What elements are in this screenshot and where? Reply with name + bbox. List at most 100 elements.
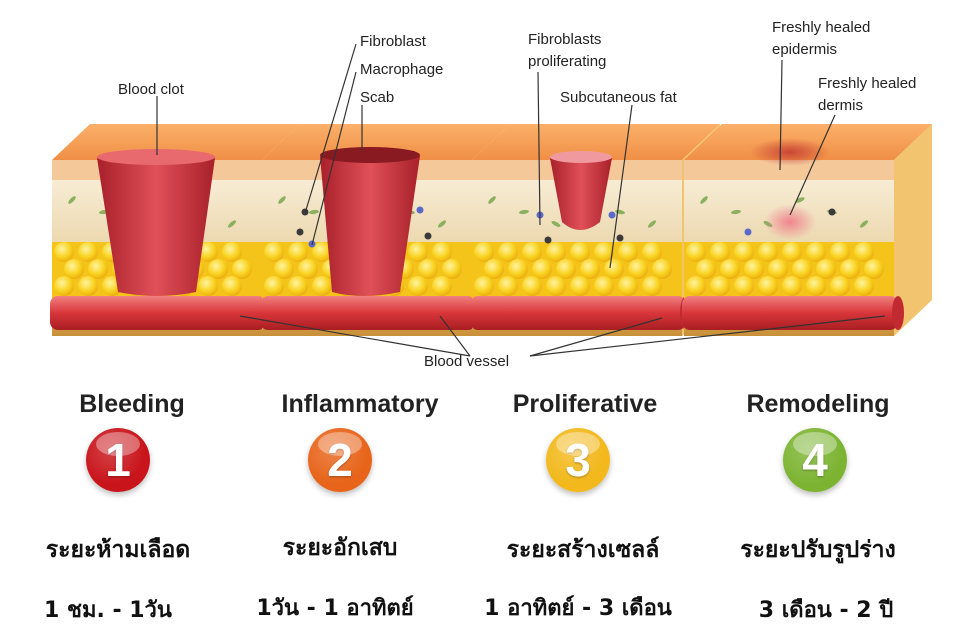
fat-cell (312, 276, 332, 296)
fat-cell (840, 259, 860, 279)
fibroblasts-proliferating-label-line2: proliferating (528, 53, 606, 70)
fat-cell (618, 276, 638, 296)
fat-cell (432, 242, 452, 262)
fat-cell (64, 259, 84, 279)
fat-cell (546, 276, 566, 296)
fat-cell (604, 259, 624, 279)
fat-cell (854, 242, 874, 262)
fat-cell (232, 259, 252, 279)
fat-cell (816, 259, 836, 279)
fat-cell (792, 259, 812, 279)
fat-cell (88, 259, 108, 279)
stage-2-badge: 2 (308, 428, 372, 492)
fat-cell (522, 242, 542, 262)
healed-dermis-mark (764, 204, 816, 240)
fat-cell (768, 259, 788, 279)
stage-2-number: 2 (308, 436, 372, 484)
cell (617, 235, 624, 242)
thai-name-stage-3: ระยะสร้างเซลล์ (507, 532, 660, 568)
blood-vessel-end (892, 296, 904, 330)
fat-cell (652, 259, 672, 279)
duration-stage-4: 3 เดือน - 2 ปี (759, 592, 893, 627)
skin-diagram: Blood clot Fibroblast Macrophage Scab Fi… (0, 0, 957, 390)
blood-vessel (682, 296, 898, 330)
fat-cell (54, 276, 74, 296)
fat-cell (208, 259, 228, 279)
fat-cell (78, 276, 98, 296)
cell (425, 233, 432, 240)
fat-cell (758, 276, 778, 296)
fat-cell (594, 276, 614, 296)
fat-cell (758, 242, 778, 262)
fat-cell (720, 259, 740, 279)
fat-cell (854, 276, 874, 296)
fat-cell (532, 259, 552, 279)
fat-cell (744, 259, 764, 279)
blood-clot-top (97, 149, 215, 165)
cell (297, 229, 304, 236)
freshly-healed-dermis-label-line2: dermis (818, 97, 863, 114)
fat-cell (556, 259, 576, 279)
fat-cell (782, 242, 802, 262)
cell (417, 207, 424, 214)
stage-label-proliferative: Proliferative (513, 390, 658, 419)
fat-cell (710, 276, 730, 296)
stage-1-number: 1 (86, 436, 150, 484)
stage-4-badge: 4 (783, 428, 847, 492)
duration-stage-1: 1 ชม. - 1วัน (44, 592, 172, 627)
macrophage-label: Macrophage (360, 61, 443, 78)
fat-cell (222, 242, 242, 262)
fat-cell (498, 276, 518, 296)
stage-label-remodeling: Remodeling (746, 390, 889, 419)
fat-cell (734, 242, 754, 262)
freshly-healed-epidermis-label-line1: Freshly healed (772, 19, 870, 36)
stage-label-inflammatory: Inflammatory (282, 390, 439, 419)
fat-cell (570, 242, 590, 262)
fat-cell (274, 259, 294, 279)
proliferative-wound-top (550, 151, 612, 163)
fat-cell (618, 242, 638, 262)
subcutaneous-fat-label: Subcutaneous fat (560, 89, 678, 106)
fat-cell (580, 259, 600, 279)
fat-cell (734, 276, 754, 296)
fat-cell (474, 242, 494, 262)
blood-vessel-label: Blood vessel (424, 353, 509, 370)
fat-cell (642, 242, 662, 262)
stage-3-badge: 3 (546, 428, 610, 492)
fat-cell (442, 259, 462, 279)
fat-cell (642, 276, 662, 296)
fat-cell (522, 276, 542, 296)
fat-cell (806, 276, 826, 296)
fat-cell (408, 242, 428, 262)
blood-clot-label: Blood clot (118, 81, 185, 98)
fat-cell (830, 276, 850, 296)
fat-cell (418, 259, 438, 279)
fat-cell (686, 276, 706, 296)
thai-name-stage-2: ระยะอักเสบ (283, 530, 398, 566)
blood-vessel (50, 296, 266, 330)
cell (609, 212, 616, 219)
cell (745, 229, 752, 236)
fat-cell (288, 242, 308, 262)
fat-cell (696, 259, 716, 279)
duration-stage-3: 1 อาทิตย์ - 3 เดือน (484, 590, 672, 625)
fat-cell (806, 242, 826, 262)
fat-cell (474, 276, 494, 296)
stage-1-badge: 1 (86, 428, 150, 492)
stage-4-number: 4 (783, 436, 847, 484)
blood-vessel (470, 296, 686, 330)
fibroblasts-proliferating-label-line1: Fibroblasts (528, 31, 601, 48)
fat-cell (710, 242, 730, 262)
fat-cell (686, 242, 706, 262)
stage-label-bleeding: Bleeding (79, 390, 185, 419)
fat-cell (830, 242, 850, 262)
fat-cell (508, 259, 528, 279)
fat-cell (782, 276, 802, 296)
cell (302, 209, 309, 216)
stage-3-number: 3 (546, 436, 610, 484)
thai-name-stage-4: ระยะปรับรูปร่าง (740, 532, 896, 568)
cell (545, 237, 552, 244)
fat-cell (432, 276, 452, 296)
fat-cell (628, 259, 648, 279)
fat-cell (484, 259, 504, 279)
